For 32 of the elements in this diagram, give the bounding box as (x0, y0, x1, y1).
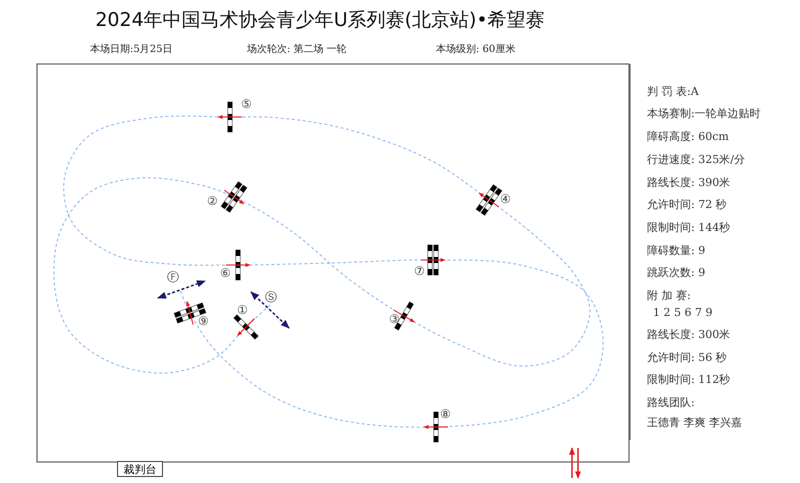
jump-number: ⑤ (241, 98, 252, 112)
jump-number: ② (207, 195, 218, 208)
course-spec-text: 障碍数量: 9 (647, 245, 706, 258)
course-spec-text: 本场赛制:一轮单边贴时 (647, 108, 761, 120)
jump-number: ⑨ (198, 315, 209, 328)
course-spec-text: 允许时间: 56 秒 (647, 352, 727, 364)
course-spec-text: 限制时间: 144秒 (647, 222, 730, 234)
course-spec-text: 附 加 赛: (647, 290, 691, 302)
course-spec-text: 路线团队: (647, 397, 695, 410)
jump-number: Ⓕ (167, 271, 179, 284)
course-spec-text: 路线长度: 390米 (647, 177, 730, 190)
course-spec-text: 判 罚 表:A (647, 86, 699, 98)
header-info: 本场日期:5月25日 (90, 44, 172, 55)
course-spec-text: 跳跃次数: 9 (647, 267, 706, 280)
jump-number: ⑦ (414, 265, 425, 278)
header-info: 本场级别: 60厘米 (436, 44, 516, 55)
title: 2024年中国马术协会青少年U系列赛(北京站)•希望赛 (94, 10, 546, 31)
jump-number: ③ (389, 313, 400, 326)
course-spec-text: 障碍高度: 60cm (647, 131, 729, 144)
course-spec-text: 行进速度: 325米/分 (647, 154, 745, 166)
course-spec-text: 限制时间: 112秒 (647, 374, 730, 386)
course-spec-text: 允许时间: 72 秒 (647, 199, 727, 212)
course-spec-text: 1 2 5 6 7 9 (653, 307, 712, 320)
course-spec-text: 王德青 李爽 李兴嘉 (647, 417, 742, 430)
jump-number: ⑧ (440, 408, 451, 422)
jump-number: ⑥ (220, 267, 231, 280)
jump-number: ① (237, 304, 248, 318)
course-spec-text: 路线长度: 300米 (647, 329, 730, 342)
jump-number: Ⓢ (265, 291, 277, 304)
judge-box: 裁判台 (117, 461, 163, 477)
header-info: 场次轮次: 第二场 一轮 (247, 44, 347, 55)
jump-number: ④ (500, 193, 511, 206)
